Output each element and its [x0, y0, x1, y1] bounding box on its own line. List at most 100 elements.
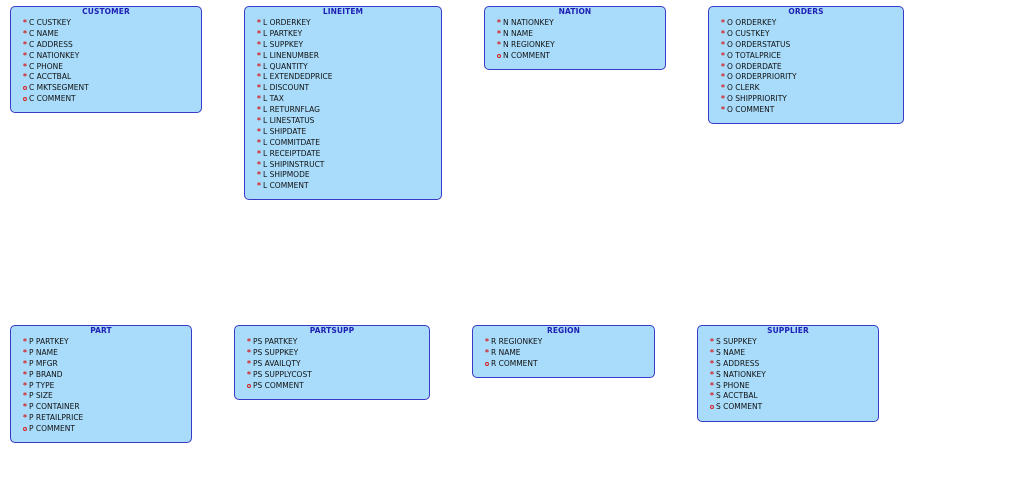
attribute-row: *L SHIPDATE	[256, 127, 441, 138]
required-marker-icon: *	[720, 50, 726, 60]
optional-marker-icon	[247, 383, 251, 388]
required-marker-icon: *	[256, 72, 262, 82]
entity-partsupp[interactable]: PARTSUPP *PS PARTKEY*PS SUPPKEY*PS AVAIL…	[234, 325, 430, 400]
attribute-row: *L TAX	[256, 94, 441, 105]
required-marker-icon: *	[709, 369, 715, 379]
required-marker-icon: *	[484, 347, 490, 357]
attribute-row: *O ORDERDATE	[720, 62, 903, 73]
attribute-list: *L ORDERKEY*L PARTKEY*L SUPPKEY*L LINENU…	[245, 18, 441, 192]
required-marker-icon: *	[720, 83, 726, 93]
attribute-name: P CONTAINER	[29, 402, 80, 412]
required-marker-icon: *	[256, 94, 262, 104]
attribute-name: S ADDRESS	[716, 358, 760, 368]
attribute-name: P MFGR	[29, 358, 58, 368]
required-marker-icon: *	[256, 18, 262, 27]
required-marker-icon: *	[256, 83, 262, 93]
attribute-name: P RETAILPRICE	[29, 413, 84, 423]
attribute-name: O ORDERDATE	[727, 61, 782, 71]
attribute-name: L QUANTITY	[263, 61, 308, 71]
attribute-name: L LINESTATUS	[263, 116, 315, 126]
attribute-name: L COMMENT	[263, 181, 309, 191]
attribute-name: O CLERK	[727, 83, 760, 93]
attribute-name: O COMMENT	[727, 105, 775, 115]
attribute-row: R COMMENT	[484, 359, 654, 370]
attribute-row: *C NATIONKEY	[22, 51, 201, 62]
attribute-list: *O ORDERKEY*O CUSTKEY*O ORDERSTATUS*O TO…	[709, 18, 903, 116]
attribute-name: O CUSTKEY	[727, 28, 770, 38]
attribute-list: *C CUSTKEY*C NAME*C ADDRESS*C NATIONKEY*…	[11, 18, 201, 105]
entity-lineitem[interactable]: LINEITEM *L ORDERKEY*L PARTKEY*L SUPPKEY…	[244, 6, 442, 200]
entity-title: PART	[90, 326, 112, 335]
attribute-row: *L LINENUMBER	[256, 51, 441, 62]
attribute-name: R COMMENT	[491, 358, 538, 368]
attribute-name: P COMMENT	[29, 424, 75, 434]
attribute-name: L LINENUMBER	[263, 50, 319, 60]
attribute-name: O ORDERSTATUS	[727, 39, 791, 49]
attribute-name: N NATIONKEY	[503, 18, 554, 27]
required-marker-icon: *	[246, 358, 252, 368]
attribute-row: *O SHIPPRIORITY	[720, 94, 903, 105]
attribute-name: R NAME	[491, 347, 521, 357]
required-marker-icon: *	[256, 105, 262, 115]
attribute-row: *L SHIPMODE	[256, 170, 441, 181]
attribute-row: *O ORDERSTATUS	[720, 40, 903, 51]
attribute-row: *L RECEIPTDATE	[256, 149, 441, 160]
required-marker-icon: *	[720, 28, 726, 38]
required-marker-icon: *	[22, 61, 28, 71]
entity-customer[interactable]: CUSTOMER *C CUSTKEY*C NAME*C ADDRESS*C N…	[10, 6, 202, 113]
attribute-name: O ORDERPRIORITY	[727, 72, 797, 82]
entity-supplier[interactable]: SUPPLIER *S SUPPKEY*S NAME*S ADDRESS*S N…	[697, 325, 879, 422]
attribute-row: *P SIZE	[22, 391, 191, 402]
attribute-list: *PS PARTKEY*PS SUPPKEY*PS AVAILQTY*PS SU…	[235, 337, 429, 391]
required-marker-icon: *	[720, 39, 726, 49]
attribute-name: L COMMITDATE	[263, 137, 320, 147]
entity-title: SUPPLIER	[767, 326, 809, 335]
required-marker-icon: *	[484, 337, 490, 346]
attribute-row: *P CONTAINER	[22, 402, 191, 413]
attribute-name: P NAME	[29, 347, 58, 357]
attribute-row: *S PHONE	[709, 381, 878, 392]
required-marker-icon: *	[256, 61, 262, 71]
required-marker-icon: *	[22, 413, 28, 423]
required-marker-icon: *	[720, 72, 726, 82]
required-marker-icon: *	[22, 50, 28, 60]
attribute-row: C MKTSEGMENT	[22, 83, 201, 94]
required-marker-icon: *	[22, 28, 28, 38]
attribute-row: *S ACCTBAL	[709, 391, 878, 402]
attribute-row: *PS SUPPLYCOST	[246, 370, 429, 381]
attribute-list: *S SUPPKEY*S NAME*S ADDRESS*S NATIONKEY*…	[698, 337, 878, 413]
attribute-row: *P RETAILPRICE	[22, 413, 191, 424]
attribute-row: *S NAME	[709, 348, 878, 359]
attribute-name: L SHIPMODE	[263, 170, 310, 180]
attribute-row: *C PHONE	[22, 62, 201, 73]
attribute-name: L PARTKEY	[263, 28, 303, 38]
attribute-row: *L PARTKEY	[256, 29, 441, 40]
required-marker-icon: *	[720, 94, 726, 104]
required-marker-icon: *	[22, 369, 28, 379]
required-marker-icon: *	[256, 170, 262, 180]
attribute-row: *L DISCOUNT	[256, 83, 441, 94]
attribute-row: *S ADDRESS	[709, 359, 878, 370]
required-marker-icon: *	[709, 358, 715, 368]
required-marker-icon: *	[22, 18, 28, 27]
optional-marker-icon	[497, 53, 501, 58]
attribute-row: *O ORDERKEY	[720, 18, 903, 29]
attribute-name: C NATIONKEY	[29, 50, 80, 60]
optional-marker-icon	[23, 427, 27, 432]
attribute-row: *C CUSTKEY	[22, 18, 201, 29]
attribute-row: *L EXTENDEDPRICE	[256, 72, 441, 83]
attribute-row: *PS PARTKEY	[246, 337, 429, 348]
attribute-name: C ADDRESS	[29, 39, 73, 49]
entity-part[interactable]: PART *P PARTKEY*P NAME*P MFGR*P BRAND*P …	[10, 325, 192, 443]
attribute-row: *P MFGR	[22, 359, 191, 370]
required-marker-icon: *	[256, 39, 262, 49]
attribute-row: N COMMENT	[496, 51, 665, 62]
required-marker-icon: *	[22, 72, 28, 82]
entity-orders[interactable]: ORDERS *O ORDERKEY*O CUSTKEY*O ORDERSTAT…	[708, 6, 904, 124]
attribute-row: *N REGIONKEY	[496, 40, 665, 51]
attribute-name: P SIZE	[29, 391, 53, 401]
